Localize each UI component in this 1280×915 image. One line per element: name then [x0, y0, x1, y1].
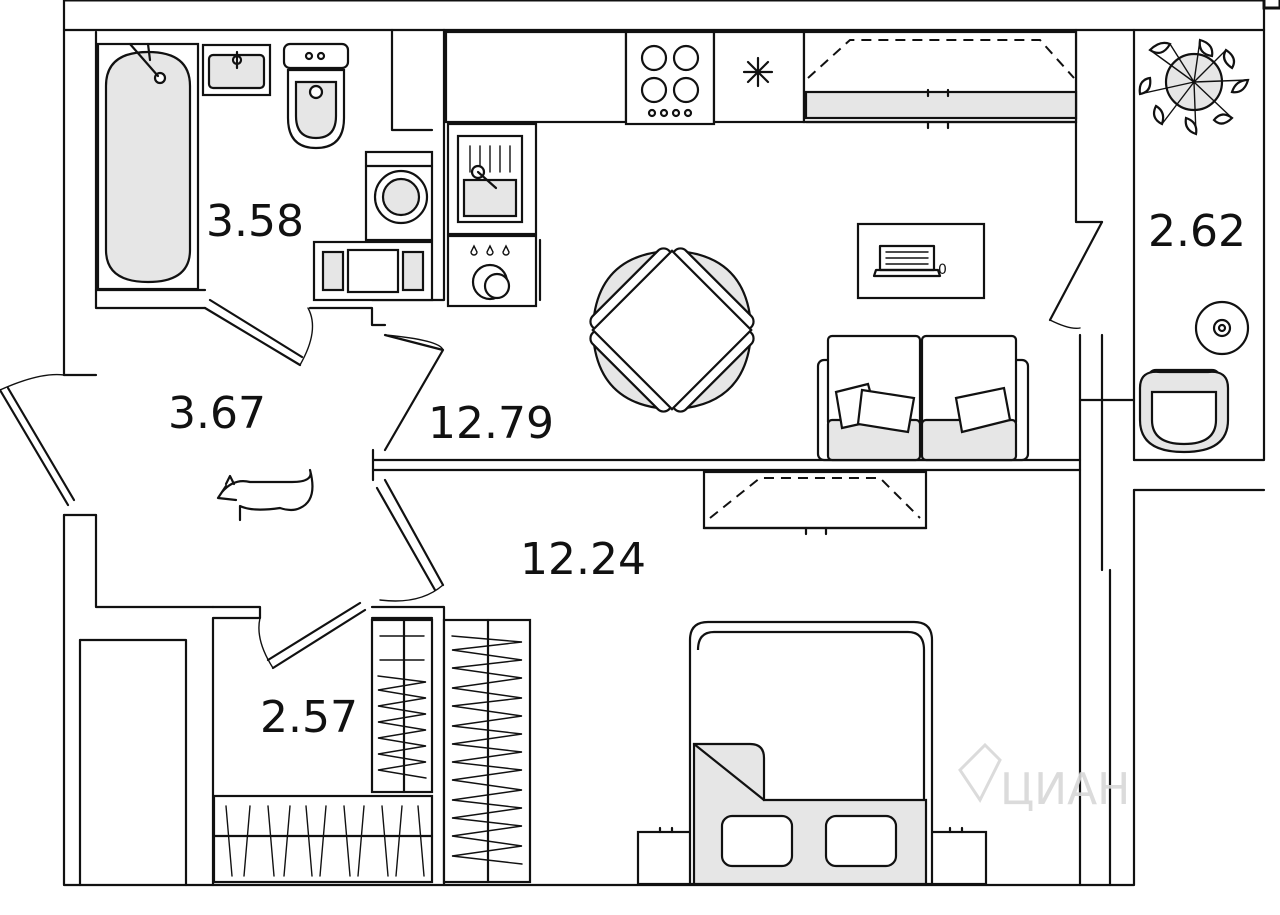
- tv-unit: [702, 470, 928, 536]
- balcony-chair: [1138, 368, 1230, 454]
- area-bathroom: 3.58: [206, 196, 304, 247]
- watermark: ЦИАН: [958, 742, 1130, 815]
- kitchen-sink: [446, 122, 538, 236]
- area-bedroom: 12.24: [520, 534, 646, 585]
- laptop-desk: 0: [856, 222, 986, 300]
- bed: [636, 620, 988, 886]
- area-wardrobe: 2.57: [260, 692, 358, 743]
- toilet: [282, 42, 350, 150]
- bathtub: [96, 42, 200, 291]
- microwave: [312, 240, 434, 302]
- outer-walls: [62, 0, 1280, 887]
- washing-machine: [364, 150, 434, 242]
- doors: [0, 298, 1081, 670]
- area-hallway: 3.67: [168, 388, 266, 439]
- dining-table-set: [589, 247, 755, 413]
- kitchen-counter: [444, 30, 1078, 130]
- watermark-text: ЦИАН: [1000, 764, 1130, 815]
- cat-figure: [216, 468, 314, 522]
- dishwasher: [446, 234, 542, 308]
- sink: [201, 43, 272, 97]
- wardrobe-units: [212, 618, 532, 884]
- laptop-label: 0: [938, 262, 947, 278]
- balcony-table: [1194, 300, 1250, 356]
- sofa: [816, 334, 1030, 462]
- plant: [1138, 38, 1250, 136]
- area-balcony: 2.62: [1148, 206, 1246, 257]
- area-kitchen-living: 12.79: [428, 398, 554, 449]
